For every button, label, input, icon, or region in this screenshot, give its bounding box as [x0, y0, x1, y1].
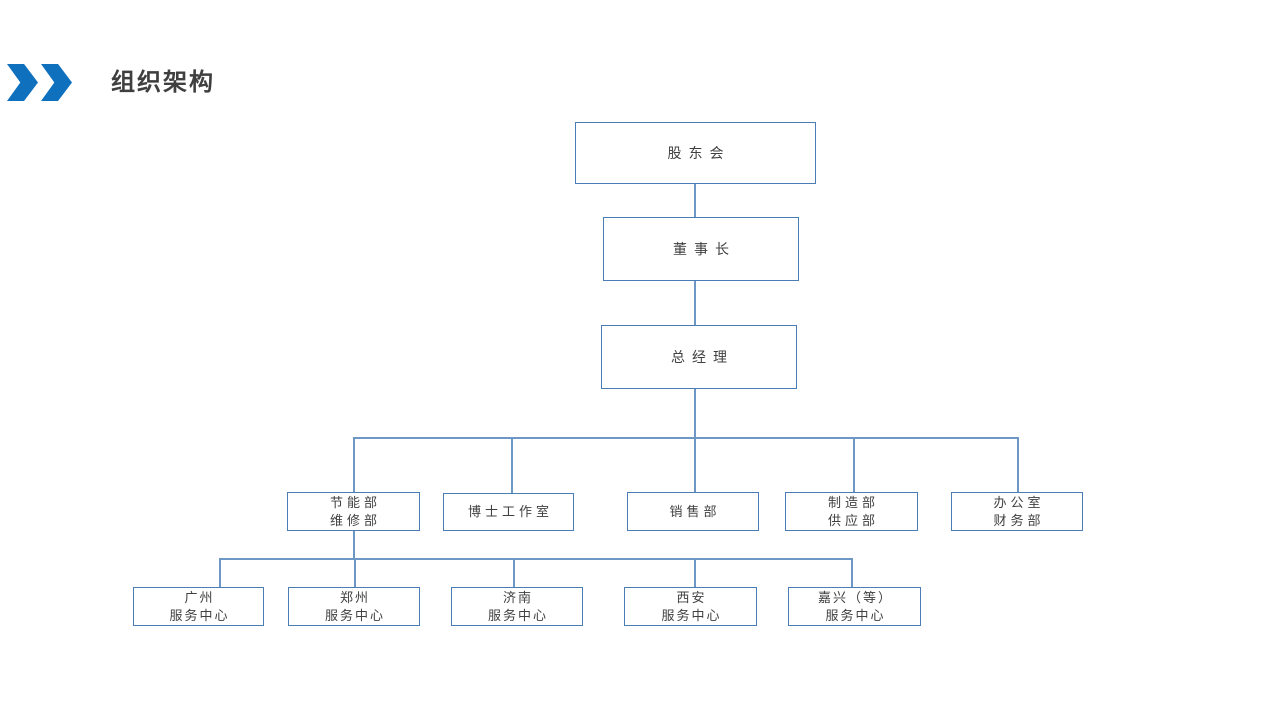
connector-drop-svc-zhengzhou: [354, 558, 356, 587]
org-node-svc-xian: 西安 服务中心: [624, 587, 757, 626]
org-node-label: 办公室: [993, 494, 1045, 510]
org-node-label: 嘉兴（等）: [817, 589, 893, 605]
org-node-label: 郑州: [339, 589, 370, 605]
connector-drop-dept-office: [1017, 437, 1019, 492]
org-node-label: 济南: [502, 589, 533, 605]
connector-drop-svc-jiaxing: [851, 558, 853, 587]
org-node-svc-guangzhou: 广州 服务中心: [133, 587, 264, 626]
org-node-label: 服务中心: [169, 607, 230, 623]
connector-drop-dept-sales: [694, 437, 696, 492]
connector-root-chairman: [694, 184, 696, 217]
org-node-label: 广州: [184, 589, 215, 605]
org-node-svc-jiaxing: 嘉兴（等） 服务中心: [788, 587, 921, 626]
connector-drop-dept-doctor: [511, 437, 513, 493]
org-node-dept-office-finance: 办公室 财务部: [951, 492, 1083, 531]
org-node-label: 节能部: [329, 494, 381, 510]
org-node-dept-energy-maintenance: 节能部 维修部: [287, 492, 420, 531]
connector-drop-svc-jinan: [513, 558, 515, 587]
org-node-dept-doctor-studio: 博士工作室: [443, 493, 574, 531]
org-node-dept-manufacturing-supply: 制造部 供应部: [785, 492, 918, 531]
org-node-label: 股东会: [667, 145, 731, 161]
org-node-chairman: 董事长: [603, 217, 799, 281]
org-node-label: 服务中心: [324, 607, 385, 623]
chevron-right-icon: [7, 64, 38, 101]
org-node-label: 财务部: [993, 512, 1045, 528]
org-node-dept-sales: 销售部: [627, 492, 759, 531]
org-node-shareholders-meeting: 股东会: [575, 122, 816, 184]
org-node-label: 博士工作室: [467, 504, 553, 519]
connector-drop-dept-manufacturing: [853, 437, 855, 492]
org-node-svc-zhengzhou: 郑州 服务中心: [288, 587, 420, 626]
org-node-label: 销售部: [669, 503, 721, 519]
connector-drop-dept-energy: [353, 437, 355, 492]
org-node-label: 服务中心: [825, 607, 886, 623]
org-node-label: 服务中心: [487, 607, 548, 623]
connector-drop-svc-xian: [694, 558, 696, 587]
org-node-label: 西安: [676, 589, 707, 605]
org-node-label: 维修部: [329, 512, 381, 528]
org-node-svc-jinan: 济南 服务中心: [451, 587, 583, 626]
org-node-label: 制造部: [827, 494, 879, 510]
connector-energy-svcline: [353, 531, 355, 558]
org-node-label: 总经理: [671, 349, 734, 365]
org-node-label: 服务中心: [661, 607, 722, 623]
chevron-right-icon: [41, 64, 72, 101]
connector-gm-deptline: [694, 389, 696, 437]
org-node-general-manager: 总经理: [601, 325, 797, 389]
org-node-label: 董事长: [673, 241, 736, 257]
connector-drop-svc-guangzhou: [219, 558, 221, 587]
connector-chairman-gm: [694, 281, 696, 325]
connector-svc-hline: [219, 558, 852, 560]
connector-dept-hline: [353, 437, 1018, 439]
page-title: 组织架构: [111, 69, 215, 96]
org-node-label: 供应部: [827, 512, 879, 528]
